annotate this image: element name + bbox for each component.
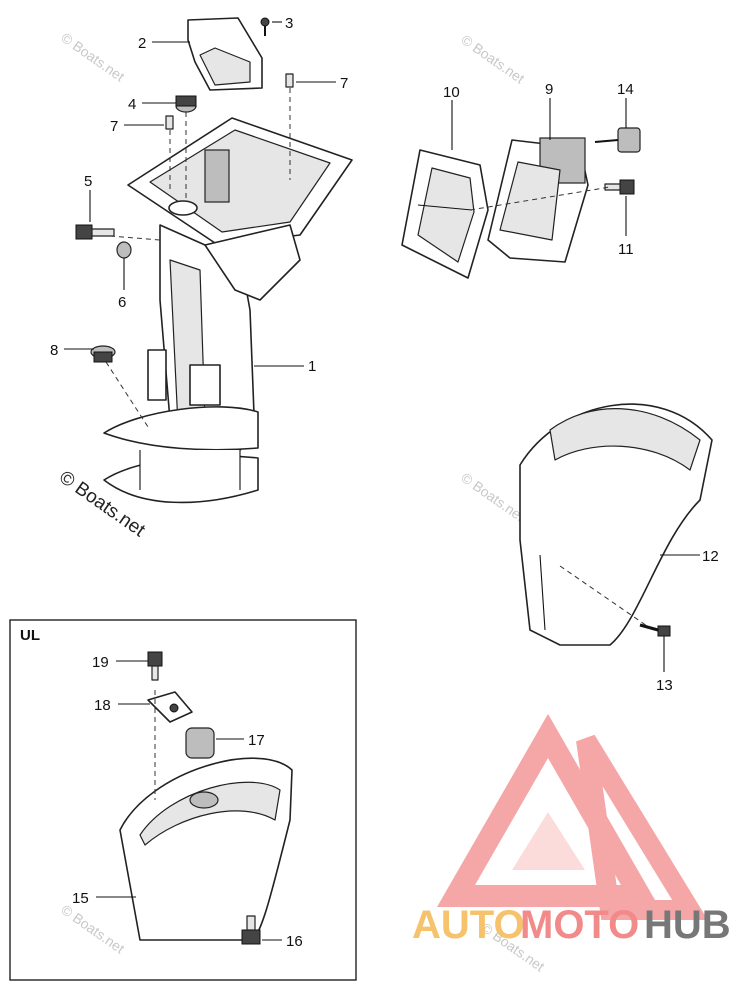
callout-16: 16 (286, 933, 303, 950)
bolt-11 (604, 179, 635, 195)
watermark-mid-right: © Boats.net (458, 469, 527, 524)
ul-inset: UL (9, 619, 357, 981)
collar-4 (175, 95, 197, 113)
callout-numbers: 1 2 3 4 5 6 7 7 8 9 10 11 12 13 14 15 16… (50, 15, 719, 950)
exhaust-guide-9 (487, 137, 589, 263)
callout-18: 18 (94, 697, 111, 714)
assembly-lines (105, 88, 651, 629)
gasket-10 (401, 149, 489, 279)
plug-8 (90, 345, 116, 363)
callout-2: 2 (138, 35, 146, 52)
bracket-part (187, 17, 263, 91)
callout-15: 15 (72, 890, 89, 907)
callout-19: 19 (92, 654, 109, 671)
watermark-bottom-left: © Boats.net (58, 901, 127, 956)
dowel-pin-7a (285, 73, 294, 88)
leader-lines (64, 21, 700, 941)
dowel-pin-7b (165, 115, 174, 130)
callout-13: 13 (656, 677, 673, 694)
brand-hub: HUB (644, 903, 731, 947)
callout-10: 10 (443, 84, 460, 101)
automotohub-logo (436, 713, 708, 920)
callout-7a: 7 (340, 75, 348, 92)
watermark-top-left: © Boats.net (58, 29, 127, 84)
callout-6: 6 (118, 294, 126, 311)
callout-11: 11 (618, 241, 634, 258)
drive-shaft-housing (103, 117, 353, 504)
nut-14 (594, 127, 641, 153)
callout-17: 17 (248, 732, 265, 749)
screw-3 (260, 17, 270, 36)
bolt-5 (75, 224, 115, 240)
callout-5: 5 (84, 173, 92, 190)
callout-3: 3 (285, 15, 293, 32)
washer-6 (116, 241, 132, 259)
brand-moto: MOTO (520, 903, 639, 947)
screw-13 (639, 623, 671, 637)
callout-9: 9 (545, 81, 553, 98)
brand-auto: AUTO (412, 903, 525, 947)
apron-12 (519, 403, 713, 646)
automotohub-wordmark: AUTO MOTO HUB (412, 903, 731, 947)
callout-8: 8 (50, 342, 58, 359)
callout-7b: 7 (110, 118, 118, 135)
inset-label: UL (20, 627, 40, 644)
callout-1: 1 (308, 358, 316, 375)
callout-12: 12 (702, 548, 719, 565)
callout-14: 14 (617, 81, 634, 98)
callout-4: 4 (128, 96, 136, 113)
watermark-top-right: © Boats.net (458, 31, 527, 86)
